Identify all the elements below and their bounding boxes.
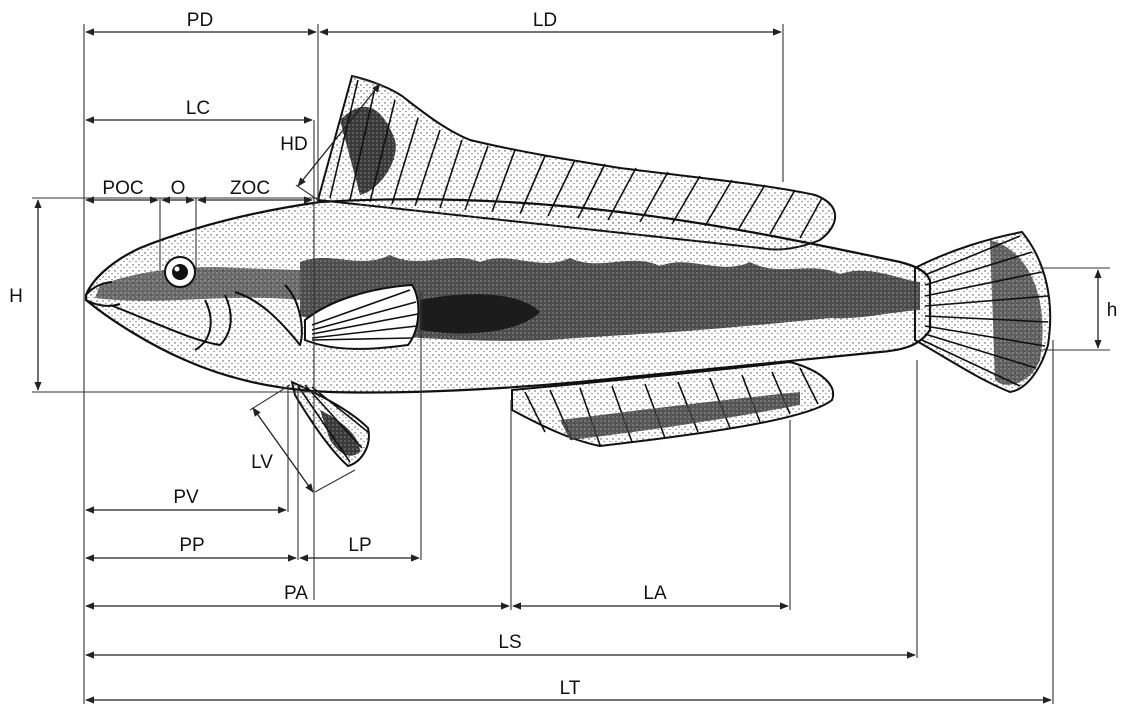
label-pd: PD	[187, 10, 213, 31]
label-zoc: ZOC	[230, 178, 270, 199]
label-poc: POC	[102, 178, 143, 199]
label-la: LA	[643, 583, 667, 604]
label-lv: LV	[251, 452, 273, 473]
label-ld: LD	[533, 10, 557, 31]
pelvic-fin	[292, 382, 369, 466]
label-hd: HD	[280, 134, 307, 155]
label-lp: LP	[348, 535, 371, 556]
label-pp: PP	[179, 535, 204, 556]
label-h-small: h	[1107, 300, 1118, 321]
lv-arrow	[253, 408, 313, 492]
fish-illustration	[86, 76, 1050, 466]
label-H: H	[9, 286, 23, 307]
label-lc: LC	[186, 98, 210, 119]
label-pv: PV	[173, 487, 199, 508]
label-o: O	[171, 178, 186, 199]
label-ls: LS	[498, 632, 521, 653]
label-lt: LT	[560, 678, 581, 699]
label-pa: PA	[284, 583, 308, 604]
caudal-fin	[915, 232, 1050, 392]
